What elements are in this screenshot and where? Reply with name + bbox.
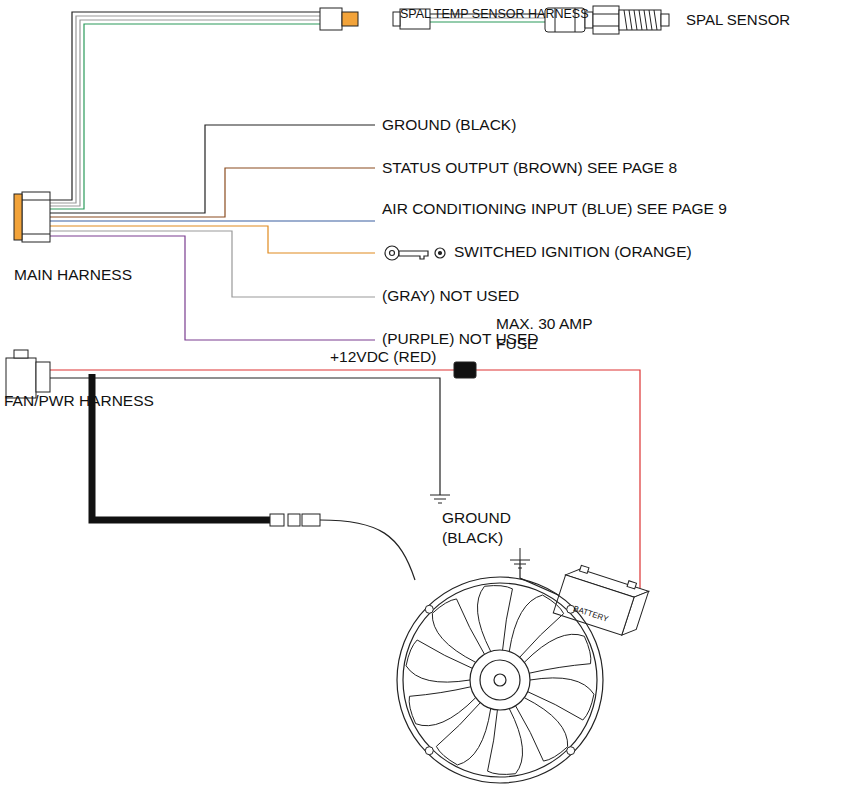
battery-label: BATTERY (572, 604, 610, 625)
fan-blade (515, 698, 567, 761)
wire-label: (GRAY) NOT USED (382, 286, 519, 306)
ground-label: GROUND (BLACK) (442, 508, 522, 548)
thread-stroke (649, 10, 652, 30)
thread-stroke (634, 10, 637, 30)
wire-label: AIR CONDITIONING INPUT (BLUE) SEE PAGE 9 (382, 199, 727, 219)
thread-stroke (654, 10, 657, 30)
wire-label: +12VDC (RED) (330, 347, 436, 367)
fan-blade (488, 709, 523, 775)
fan-blade (432, 599, 484, 662)
thread-stroke (639, 10, 642, 30)
harness-name: FAN/PWR HARNESS (4, 391, 154, 411)
wire-label: GROUND (BLACK) (382, 115, 516, 135)
mount-tab (425, 605, 433, 613)
fan-blade (406, 640, 472, 682)
fan-blade (528, 678, 594, 720)
thread-stroke (644, 10, 647, 30)
fan-blade (509, 595, 563, 657)
fan-blade (409, 687, 476, 726)
fan-blade (524, 634, 591, 673)
thread-stroke (629, 10, 632, 30)
mount-tab (425, 747, 433, 755)
fan-blade (436, 703, 490, 765)
part-name: SPAL SENSOR (686, 10, 790, 30)
fuse-label: MAX. 30 AMP FUSE (496, 314, 606, 354)
fan-blade (477, 586, 512, 652)
wire-label: STATUS OUTPUT (BROWN) SEE PAGE 8 (382, 158, 677, 178)
wire-label: SWITCHED IGNITION (ORANGE) (454, 242, 692, 262)
harness-name: MAIN HARNESS (14, 265, 132, 285)
harness-name: SPAL TEMP SENSOR HARNESS (400, 6, 588, 22)
mount-tab (567, 747, 575, 755)
thread-stroke (624, 10, 627, 30)
